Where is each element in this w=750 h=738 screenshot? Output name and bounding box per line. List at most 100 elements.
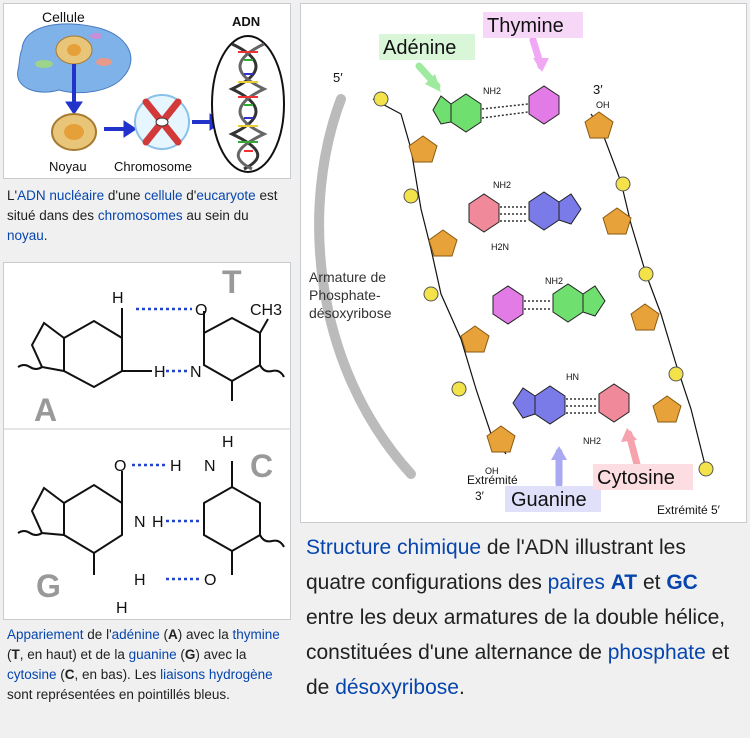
- pairing-figure-caption: Appariement de l'adénine (A) avec la thy…: [7, 625, 291, 705]
- pairing-figure-panel: H H O N CH3 A T H O H N N H: [3, 262, 291, 620]
- caption-text: (: [56, 667, 65, 682]
- link-adenine[interactable]: adénine: [111, 627, 160, 642]
- link-liaisons-hydrogene[interactable]: liaisons hydrogène: [160, 667, 273, 682]
- cell-figure-panel: Cellule ADN Noyau Chromosome: [3, 3, 291, 179]
- backbone-arc: [314, 94, 416, 479]
- letter-c: C: [250, 448, 273, 484]
- gc-o-top: O: [114, 458, 126, 475]
- caption-text: sont représentées en pointillés bleus.: [7, 687, 230, 702]
- three-prime-label: 3′: [593, 82, 603, 97]
- oh-label: OH: [596, 100, 610, 110]
- hbonds: [481, 103, 598, 414]
- link-phosphate[interactable]: phosphate: [607, 641, 706, 664]
- link-cellule[interactable]: cellule: [144, 188, 183, 203]
- caption-text: au sein du: [182, 208, 249, 223]
- caption-text: de l': [83, 627, 112, 642]
- adenine-label-bg: [379, 34, 475, 60]
- cytosine-label-bg: [593, 464, 693, 490]
- gc-h1: H: [170, 458, 182, 475]
- caption-text: et: [637, 571, 667, 594]
- caption-text: L': [7, 188, 18, 203]
- h2n-label: H2N: [491, 242, 509, 252]
- caption-text: (: [176, 647, 185, 662]
- gc-n1: N: [204, 458, 216, 475]
- five-prime-label: 5′: [333, 70, 343, 85]
- nh2-label: NH2: [493, 180, 511, 190]
- letter-t: T: [222, 264, 242, 300]
- link-appariement[interactable]: Appariement: [7, 627, 84, 642]
- link-desoxyribose[interactable]: désoxyribose: [335, 676, 459, 699]
- link-at[interactable]: AT: [610, 571, 638, 594]
- caption-text: , en haut) et de la: [19, 647, 129, 662]
- gc-o-bot: O: [204, 572, 216, 589]
- chromosome-icon: [134, 94, 190, 150]
- main-caption: Structure chimique de l'ADN illustrant l…: [306, 530, 746, 705]
- hn-label: HN: [566, 372, 579, 382]
- link-adn-nucleaire[interactable]: ADN nucléaire: [17, 188, 105, 203]
- thymine-label: Thymine: [487, 15, 564, 37]
- phosphate-groups: [373, 91, 714, 477]
- gc-h3: H: [134, 572, 146, 589]
- base-pairing-diagram[interactable]: H H O N CH3 A T H O H N N H: [4, 263, 290, 619]
- caption-text: est situé dans des: [7, 188, 278, 223]
- link-paires[interactable]: paires: [547, 571, 605, 594]
- adenine-label: Adénine: [383, 37, 456, 59]
- link-chromosomes[interactable]: chromosomes: [97, 208, 183, 223]
- link-thymine[interactable]: thymine: [232, 627, 280, 642]
- oh-label: OH: [485, 466, 499, 476]
- cell-label: Cellule: [42, 9, 85, 25]
- cytosine-label: Cytosine: [597, 467, 675, 489]
- link-guanine[interactable]: guanine: [128, 647, 177, 662]
- caption-bold: C: [64, 667, 75, 682]
- dna-chemical-structure[interactable]: NH2 NH2 H2N NH2 HN NH2 OH OH Thymine Adé…: [301, 4, 746, 522]
- at-pair: [17, 308, 285, 401]
- cell-figure-caption: L'ADN nucléaire d'une cellule d'eucaryot…: [7, 186, 291, 246]
- adn-label: ADN: [232, 14, 260, 29]
- gc-n2: N: [134, 514, 146, 531]
- backbone-label-2: Phosphate-: [309, 287, 381, 303]
- caption-text: (: [159, 627, 168, 642]
- caption-text: ) avec la: [177, 627, 233, 642]
- caption-text: entre les deux armatures de la double hé…: [306, 606, 726, 664]
- link-structure-chimique[interactable]: Structure chimique: [306, 536, 482, 559]
- link-gc[interactable]: GC: [666, 571, 698, 594]
- arrow-heads: [425, 58, 637, 460]
- caption-text: de l'ADN illustrant les quatre configura…: [306, 536, 686, 594]
- thymine-base-2: [492, 285, 524, 325]
- caption-text: ) avec la: [195, 647, 247, 662]
- cytosine-base-1: [468, 193, 500, 233]
- dna-helix-icon: [211, 35, 285, 173]
- at-methyl: CH3: [250, 302, 282, 319]
- letter-g: G: [36, 568, 61, 604]
- link-noyau[interactable]: noyau: [7, 228, 44, 243]
- caption-text: .: [43, 228, 48, 243]
- cell-icon: [17, 23, 132, 94]
- gc-h-top: H: [222, 434, 234, 451]
- caption-bold: A: [167, 627, 178, 642]
- backbone-label-1: Armature de: [309, 269, 386, 285]
- cell-to-dna-diagram[interactable]: Cellule ADN Noyau Chromosome: [4, 4, 290, 178]
- caption-text: (: [7, 647, 12, 662]
- caption-bold: T: [11, 647, 20, 662]
- guanine-base-2: [512, 385, 566, 425]
- link-eucaryote[interactable]: eucaryote: [196, 188, 256, 203]
- gc-pair: [17, 461, 285, 575]
- caption-text: , en bas). Les: [74, 667, 161, 682]
- at-o: O: [195, 302, 207, 319]
- at-h2: H: [154, 364, 166, 381]
- link-cytosine[interactable]: cytosine: [7, 667, 57, 682]
- nh2-label: NH2: [545, 276, 563, 286]
- gc-h2: H: [152, 514, 164, 531]
- letter-a: A: [34, 392, 57, 428]
- caption-text: et de: [306, 641, 730, 699]
- caption-text: .: [458, 676, 465, 699]
- thymine-label-bg: [483, 12, 583, 38]
- adenine-base-2: [552, 283, 606, 323]
- gc-h-bottom: H: [116, 600, 128, 617]
- at-n: N: [190, 364, 202, 381]
- end-3-label-1: Extrémité: [467, 473, 518, 487]
- chromosome-label: Chromosome: [114, 159, 192, 174]
- nh2-label: NH2: [483, 86, 501, 96]
- nh2-label: NH2: [583, 436, 601, 446]
- nucleus-icon: [51, 113, 97, 151]
